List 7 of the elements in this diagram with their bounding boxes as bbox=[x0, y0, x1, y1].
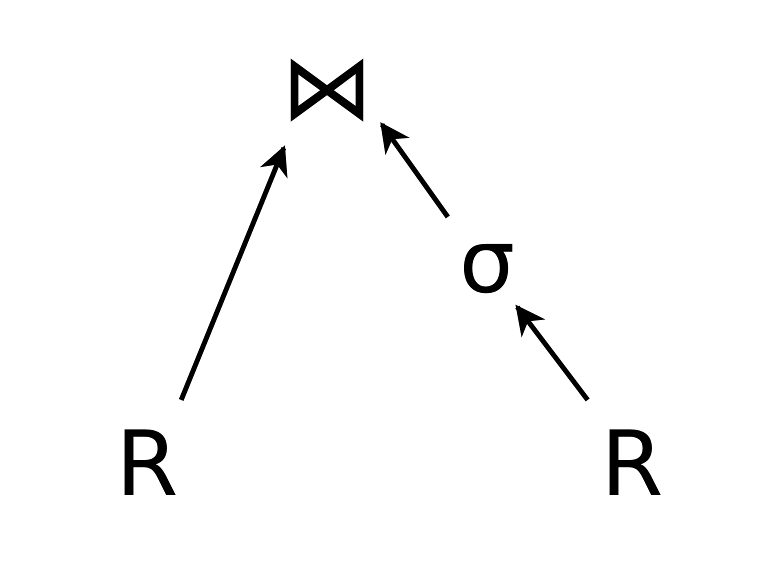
operator-symbol: ⋈ bbox=[281, 42, 373, 134]
arrow bbox=[515, 304, 590, 402]
arrow bbox=[380, 122, 450, 218]
operator-symbol: σ bbox=[459, 218, 515, 306]
arrow bbox=[178, 145, 288, 401]
operator-symbol: R bbox=[600, 420, 664, 510]
operator-symbol: R bbox=[116, 420, 178, 510]
